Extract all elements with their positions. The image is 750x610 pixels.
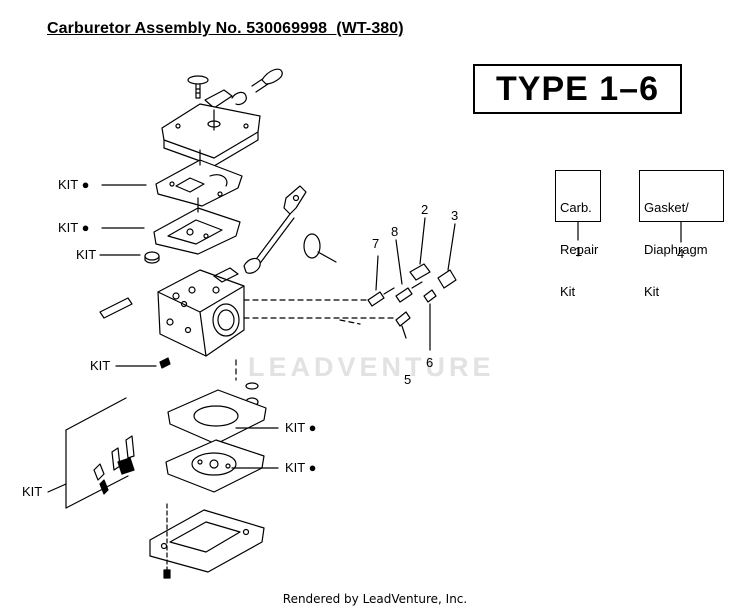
carburetor-body xyxy=(157,267,245,357)
part-number: 8 xyxy=(391,224,399,239)
kit-box-line: Kit xyxy=(560,284,576,299)
pump-diaphragm xyxy=(153,197,241,255)
part-number: 3 xyxy=(451,208,459,223)
kit-number: 1 xyxy=(575,244,583,259)
kit-box-line: Kit xyxy=(644,284,660,299)
part-number: 6 xyxy=(426,355,434,370)
throttle-shaft xyxy=(243,185,337,274)
kit-callout: KIT xyxy=(76,247,97,262)
callout-leaders xyxy=(99,184,279,469)
kit-callout: KIT ● xyxy=(58,177,90,192)
kit-number: 4 xyxy=(677,246,685,261)
diagram-title: Carburetor Assembly No. 530069998 (WT-38… xyxy=(47,20,404,37)
cover-screw xyxy=(187,75,209,99)
kit-box-line: Diaphragm xyxy=(644,242,708,257)
part-number: 7 xyxy=(372,236,380,251)
kit-box-line: Gasket/ xyxy=(644,200,689,215)
kit-callout: KIT ● xyxy=(285,460,317,475)
kit-callout: KIT ● xyxy=(58,220,90,235)
inlet-fitting xyxy=(204,68,283,109)
pump-gasket xyxy=(155,149,243,207)
welch-plug xyxy=(144,251,160,264)
pivot-pin xyxy=(99,297,133,319)
type-label: TYPE 1–6 xyxy=(473,64,682,114)
kit-box-line: Repair xyxy=(560,242,599,257)
pump-cover xyxy=(161,103,261,167)
kit-bracket xyxy=(47,397,129,509)
gasket-diaphragm-kit-box: Gasket/ Diaphragm Kit xyxy=(639,170,724,299)
kit-callout: KIT xyxy=(22,484,43,499)
metering-cover xyxy=(149,503,265,579)
inlet-needle-group xyxy=(93,435,135,495)
part-number: 5 xyxy=(404,372,412,387)
metering-diaphragm xyxy=(165,439,265,493)
kit-callout: KIT ● xyxy=(285,420,317,435)
footer-credit: Rendered by LeadVenture, Inc. xyxy=(282,592,468,606)
metering-gasket xyxy=(167,389,267,445)
kit-box-line: Carb. xyxy=(560,200,592,215)
watermark: LEADVENTURE xyxy=(248,352,495,382)
part-number: 2 xyxy=(421,202,429,217)
kit-callout: KIT xyxy=(90,358,111,373)
assembly-lines xyxy=(235,299,397,381)
mixture-needles xyxy=(367,217,457,351)
